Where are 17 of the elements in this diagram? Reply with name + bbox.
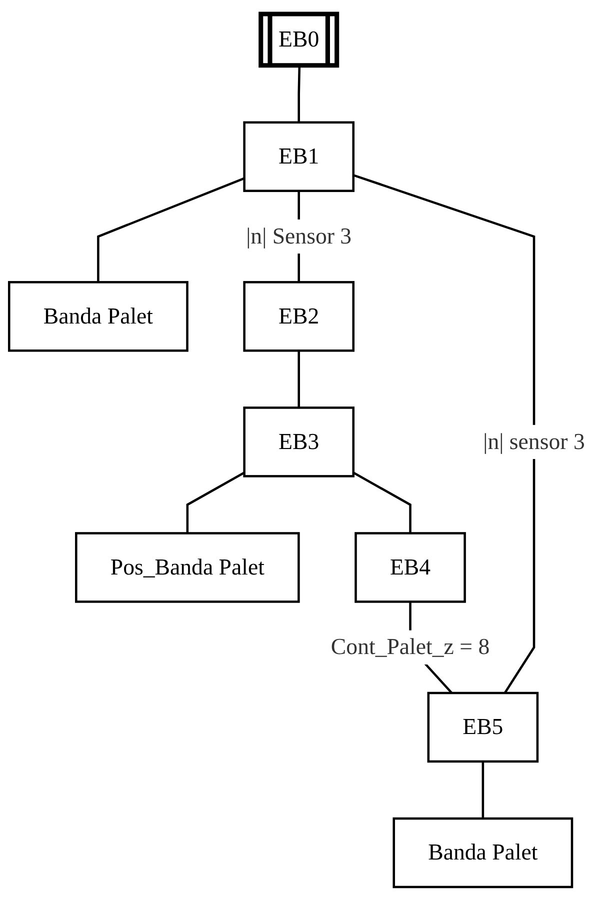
node-box: EB4 [354,532,466,603]
node-box: EB1 [243,121,355,192]
node-box: EB2 [243,281,355,352]
node-box: EB3 [243,406,355,478]
edge-label: |n| sensor 3 [483,429,585,454]
connector [352,472,412,534]
connector [298,66,301,122]
node-box: Pos_Banda Palet [75,532,300,603]
edge-label: Cont_Palet_z = 8 [330,634,490,660]
connector [186,472,245,534]
edge-label: |n| Sensor 3 [246,224,352,250]
node-box: Banda Palet [8,281,188,352]
connector [97,177,245,282]
connector [482,761,484,819]
node-box: Banda Palet [392,817,574,888]
node-box: EB5 [427,692,539,763]
connector [298,350,300,408]
